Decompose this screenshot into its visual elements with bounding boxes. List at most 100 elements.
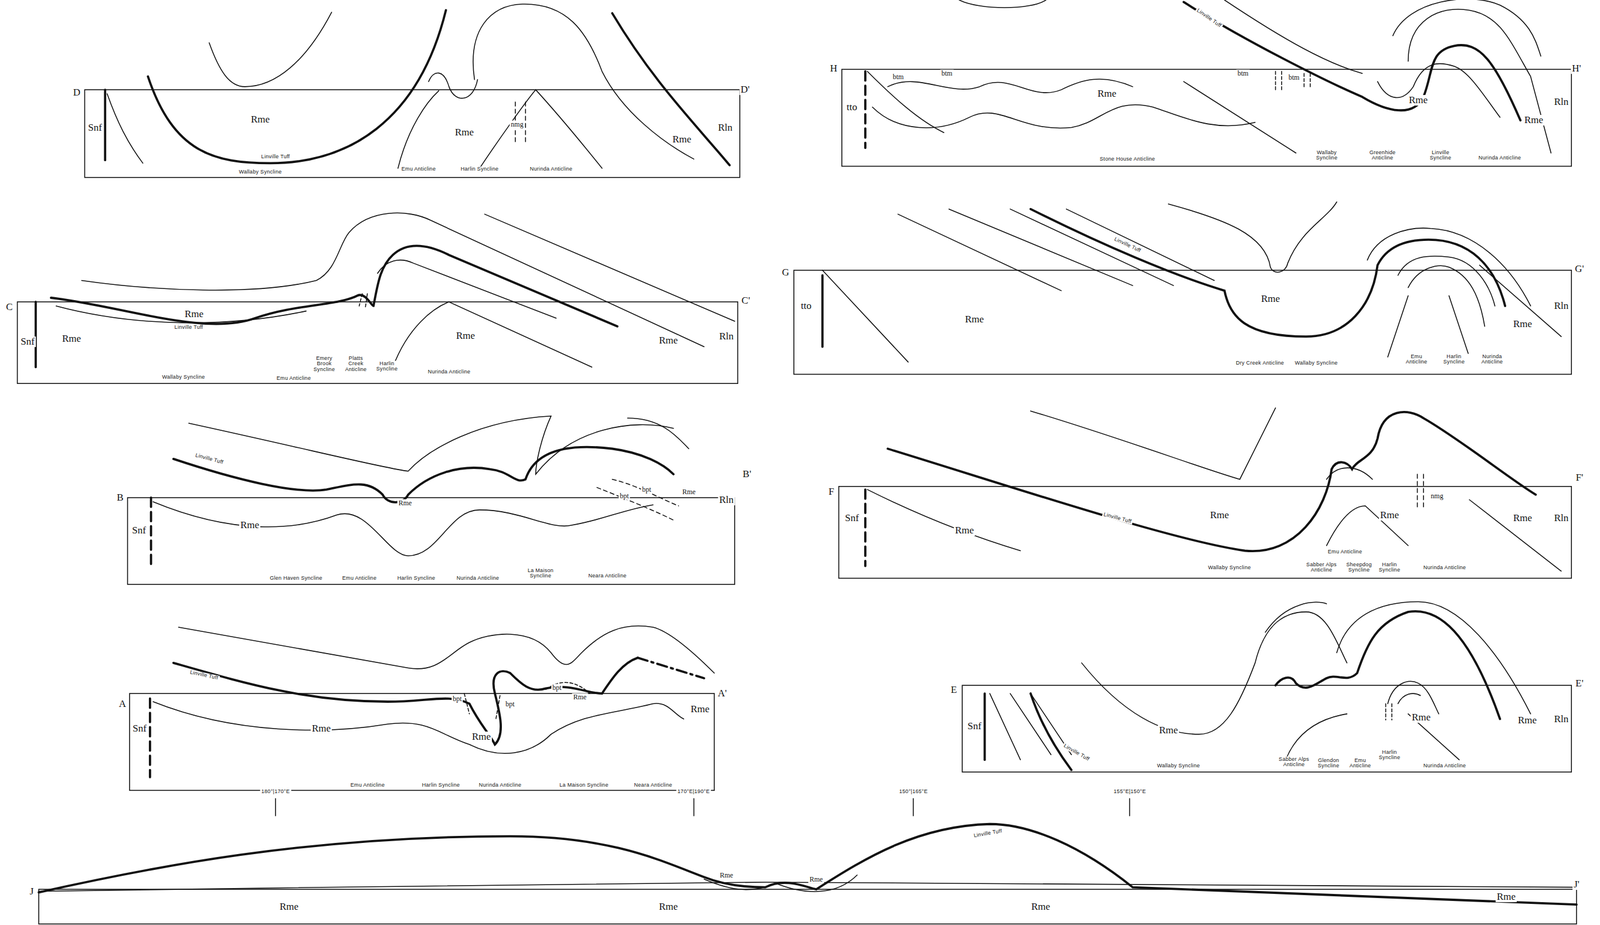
map-label: 155°E|150°E: [1112, 789, 1148, 795]
map-label: 150°|165°E: [898, 789, 930, 795]
map-label: D: [72, 87, 82, 98]
map-label: Glen Haven Syncline: [268, 575, 324, 582]
map-label: La Maison Syncline: [522, 568, 560, 580]
map-label: J': [1572, 879, 1581, 890]
map-label: Rln: [717, 122, 735, 134]
map-label: nmg: [509, 120, 525, 129]
map-label: Emu Anticline: [341, 575, 378, 582]
map-label: Nurinda Anticline: [455, 575, 501, 582]
map-label: Rme: [1030, 901, 1052, 913]
map-label: Wallaby Syncline: [238, 169, 284, 175]
map-label: btm: [940, 69, 954, 78]
map-label: Rme: [671, 134, 693, 145]
map-label: C: [4, 301, 14, 313]
map-label: Greenhide Anticline: [1364, 150, 1402, 162]
map-label: Rme: [1157, 725, 1180, 736]
map-label: Rme: [397, 499, 414, 508]
map-label: Rme: [1523, 114, 1545, 126]
map-label: Sheepdog Syncline: [1342, 562, 1376, 574]
map-label: Glendon Syncline: [1312, 758, 1345, 770]
map-label: Harlin Syncline: [371, 361, 403, 373]
map-label: Linville Tuff: [1061, 742, 1092, 764]
map-label: Platts Creek Anticline: [340, 355, 372, 373]
map-label: Dry Creek Anticline: [1234, 360, 1286, 366]
map-label: Linville Syncline: [1422, 150, 1459, 162]
map-label: Rme: [310, 723, 332, 735]
map-label: Wallaby Syncline: [1310, 150, 1344, 162]
map-label: btm: [1287, 73, 1301, 82]
map-label: Linville Tuff: [972, 828, 1004, 839]
map-label: Rme: [657, 335, 679, 346]
map-label: Rme: [1516, 715, 1538, 726]
map-label: Nurinda Anticline: [1474, 354, 1510, 366]
map-label: Rme: [1410, 712, 1432, 723]
map-label: 170°E|190°E: [676, 789, 712, 795]
map-label: Rme: [470, 731, 492, 743]
map-label: tto: [799, 300, 813, 312]
map-label: bpt: [451, 695, 463, 703]
map-label: 180°|170°E: [260, 789, 292, 795]
map-label: Emu Anticline: [1344, 758, 1377, 770]
map-label: Rln: [1553, 714, 1571, 725]
map-label: B: [115, 492, 125, 504]
map-label: Linville Tuff: [193, 452, 225, 467]
map-label: Rln: [718, 494, 736, 506]
map-label: Harlin Syncline: [1437, 354, 1471, 366]
map-label: Rln: [718, 331, 736, 342]
map-label: Nurinda Anticline: [528, 166, 574, 172]
map-label: Nurinda Anticline: [1477, 155, 1523, 161]
map-label: H: [829, 63, 839, 74]
map-label: F: [827, 486, 835, 498]
map-label: E: [949, 684, 959, 696]
map-label: Rme: [1259, 293, 1282, 305]
map-label: Rme: [453, 127, 475, 138]
map-label: Neara Anticline: [586, 573, 628, 579]
map-label: Emu Anticline: [275, 375, 312, 382]
map-label: E': [1574, 678, 1585, 689]
map-label: Wallaby Syncline: [1156, 763, 1202, 769]
map-label: Nurinda Anticline: [477, 782, 523, 788]
map-label: Rme: [718, 871, 735, 880]
map-label: Snf: [131, 723, 148, 735]
map-label: Linville Tuff: [260, 154, 292, 160]
map-label: nmg: [1429, 492, 1445, 501]
map-label: Rln: [1553, 96, 1571, 108]
map-label: Snf: [843, 513, 861, 524]
map-label: Rme: [657, 901, 679, 913]
map-label: bpt: [618, 492, 630, 501]
map-label: Emery Brook Syncline: [310, 355, 339, 373]
map-label: Wallaby Syncline: [161, 374, 207, 380]
map-label: Linville Tuff: [173, 324, 205, 331]
map-label: Rme: [681, 488, 698, 497]
map-label: G: [780, 267, 791, 278]
map-label: B': [741, 469, 753, 480]
map-label: Stone House Anticline: [1098, 156, 1157, 162]
map-label: Rme: [963, 314, 985, 325]
map-label: Emu Anticline: [400, 166, 437, 172]
map-label: G': [1573, 263, 1585, 275]
map-label: Harlin Syncline: [396, 575, 437, 582]
map-label: bpt: [504, 700, 516, 709]
map-label: Harlin Syncline: [1374, 749, 1406, 762]
map-label: Snf: [966, 721, 983, 732]
map-label: Nurinda Anticline: [426, 369, 472, 375]
map-label: tto: [845, 102, 859, 113]
map-label: Wallaby Syncline: [1207, 565, 1253, 571]
map-label: bpt: [640, 486, 652, 494]
map-label: Rme: [454, 330, 477, 342]
map-label: Rme: [953, 525, 976, 536]
map-label: Rme: [278, 901, 300, 913]
map-label: F': [1574, 472, 1585, 484]
map-label: Rme: [572, 693, 589, 702]
map-label: Rme: [689, 704, 711, 715]
map-label: H': [1570, 63, 1582, 74]
map-label: Rme: [1208, 510, 1231, 521]
map-label: Rme: [1512, 318, 1534, 330]
map-label: Nurinda Anticline: [1422, 763, 1468, 769]
map-label: Rme: [249, 114, 271, 125]
map-label: Nurinda Anticline: [1422, 565, 1468, 571]
map-label: Wallaby Syncline: [1293, 360, 1340, 366]
map-label: Rme: [1407, 94, 1429, 106]
map-label: Sabber Alps Anticline: [1305, 562, 1338, 574]
map-label: Emu Anticline: [1326, 549, 1364, 555]
